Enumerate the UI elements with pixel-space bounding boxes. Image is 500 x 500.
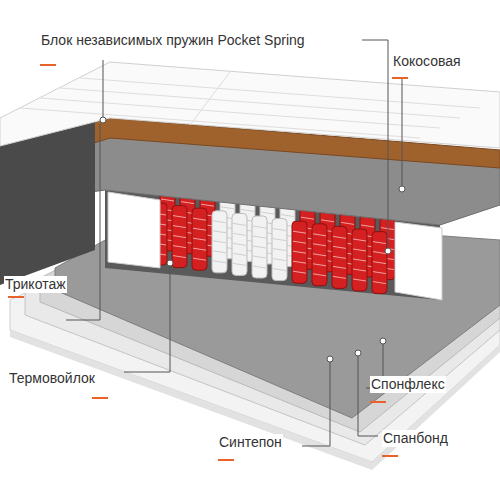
spring-coil (353, 239, 366, 241)
spring-coil (193, 258, 206, 260)
spring-coil (233, 223, 246, 225)
spring-coil (293, 271, 306, 273)
spring-coil (201, 204, 214, 206)
spring-coil (313, 264, 326, 266)
spring-coil (333, 276, 346, 278)
spring-coil (253, 246, 266, 248)
spring-coil (313, 254, 326, 256)
spring-coil (373, 262, 386, 264)
spring-coil (333, 236, 346, 238)
part-label: Синтепон (218, 434, 283, 451)
title-label: Блок независимых пружин Pocket Spring (40, 32, 306, 49)
spring-coil (233, 263, 246, 265)
spring-coil (253, 236, 266, 238)
spring-coil (193, 238, 206, 240)
spring-coil (221, 207, 234, 209)
spring-coil (173, 226, 186, 228)
spring-coil (333, 256, 346, 258)
spring-coil (333, 266, 346, 268)
part-label: Спанбонд (382, 430, 449, 447)
leader-dots (100, 117, 405, 362)
spring-coil (313, 274, 326, 276)
spring-coil (293, 231, 306, 233)
spring-coil (213, 221, 226, 223)
spring (252, 216, 267, 278)
part-label: Спонфлекс (370, 376, 446, 393)
spring-coil (253, 226, 266, 228)
foam-side (395, 222, 442, 300)
quilt-top (0, 62, 500, 148)
spring-coil (273, 229, 286, 231)
foam-side (108, 192, 160, 268)
spring-coil (293, 261, 306, 263)
spring-coil (213, 231, 226, 233)
spring (212, 211, 227, 273)
spring-coil (373, 252, 386, 254)
spring-coil (273, 259, 286, 261)
spring-coil (373, 242, 386, 244)
spring-coil (181, 202, 194, 204)
spring (332, 226, 347, 288)
spring-coil (161, 199, 174, 201)
spring (312, 224, 327, 286)
spring (372, 232, 387, 294)
spring-coil (213, 251, 226, 253)
quilt-lines (20, 72, 480, 138)
spring-coil (233, 233, 246, 235)
part-label: Кокосовая (392, 53, 462, 70)
spring-coil (173, 216, 186, 218)
leader-lines (66, 40, 402, 446)
spring-coil (233, 253, 246, 255)
part-label: Термовойлок (8, 370, 96, 387)
spring-coil (253, 256, 266, 258)
spring-coil (173, 236, 186, 238)
spring-coil (273, 269, 286, 271)
spring-coil (293, 241, 306, 243)
spring-coil (293, 251, 306, 253)
spring-coil (313, 244, 326, 246)
spring-coil (241, 209, 254, 211)
part-label: Трикотаж (4, 276, 67, 293)
spring-coil (173, 246, 186, 248)
spring (292, 221, 307, 283)
spring-coil (281, 215, 294, 217)
spring-coil (193, 228, 206, 230)
spring-coil (321, 220, 334, 222)
spring-coil (261, 212, 274, 214)
spring-coil (213, 261, 226, 263)
spring-coil (341, 222, 354, 224)
spring (272, 219, 287, 281)
spring-coil (193, 218, 206, 220)
spring-coil (313, 234, 326, 236)
spring-coil (253, 266, 266, 268)
spring-coil (213, 241, 226, 243)
spring (172, 206, 187, 268)
spring-coil (173, 256, 186, 258)
spring-coil (273, 239, 286, 241)
spring (352, 229, 367, 291)
spring-coil (353, 279, 366, 281)
spring-coil (361, 225, 374, 227)
spring (192, 208, 207, 270)
spring-coil (333, 246, 346, 248)
spring-coil (301, 217, 314, 219)
orange-dashes (8, 65, 408, 460)
spring-coil (193, 248, 206, 250)
spring-coil (353, 249, 366, 251)
spring-coil (373, 272, 386, 274)
spring-coil (273, 249, 286, 251)
spring (232, 213, 247, 275)
spring-coil (373, 282, 386, 284)
spring-coil (233, 243, 246, 245)
spring-coil (353, 269, 366, 271)
spring-coil (353, 259, 366, 261)
